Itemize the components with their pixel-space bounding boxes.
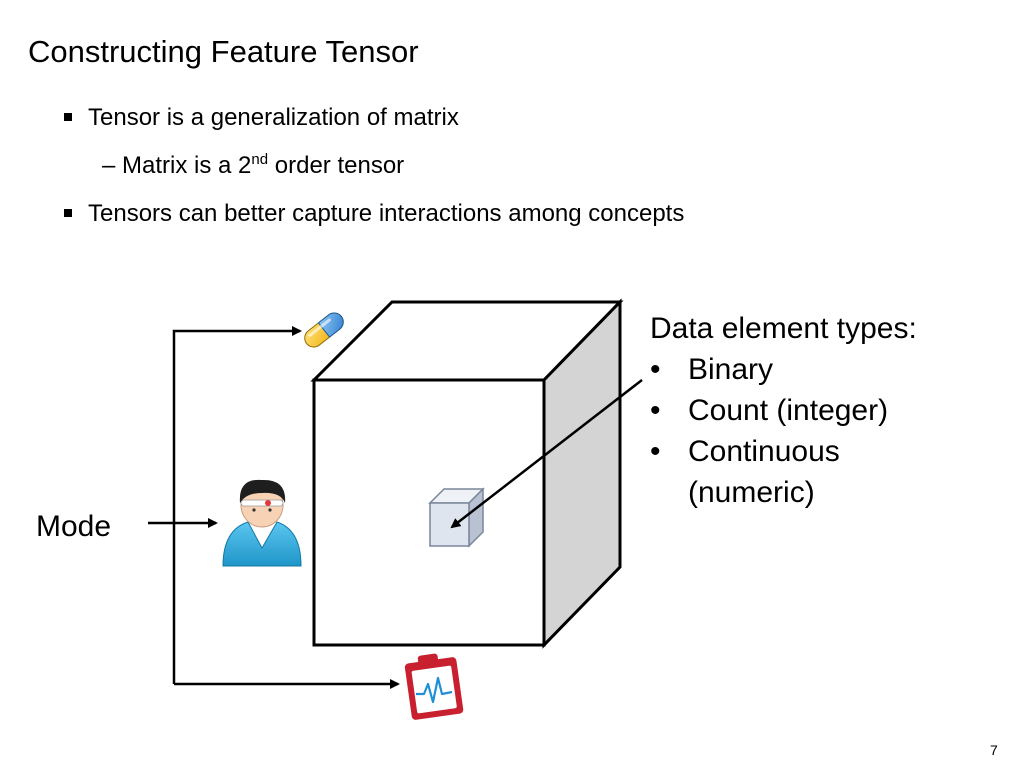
dash-marker: – (102, 152, 116, 179)
bullet-dot: • (650, 394, 661, 427)
type-label: Continuous (numeric) (688, 435, 840, 509)
cube-front-face (312, 378, 546, 647)
element-cube-front (429, 502, 470, 547)
sub-bullet-text-post: order tensor (274, 152, 405, 179)
bullet-dot: • (650, 353, 661, 386)
element-cube (428, 487, 485, 548)
element-pointer-arrow (450, 379, 643, 529)
pill-icon (304, 312, 344, 348)
mode-label: Mode (36, 510, 112, 543)
page-number: 7 (990, 742, 998, 758)
sub-bullet-text-pre: Matrix is a 2 (122, 152, 252, 179)
clipboard-ecg-icon (404, 653, 464, 720)
bullet-tensor-interactions: Tensors can better capture interactions … (64, 199, 685, 229)
square-bullet-icon (64, 209, 72, 217)
type-label: Count (integer) (688, 394, 889, 427)
type-label: Binary (688, 353, 774, 386)
tensor-cube (310, 298, 624, 649)
mode-connectors (148, 326, 400, 689)
bullet-tensor-generalization: Tensor is a generalization of matrix (64, 103, 459, 133)
sub-bullet-superscript: nd (251, 151, 269, 168)
type-item-binary: • Binary (650, 349, 917, 390)
square-bullet-icon (64, 113, 72, 121)
bullet-text: Tensors can better capture interactions … (88, 200, 685, 227)
mode-line-top (172, 326, 302, 684)
types-heading: Data element types: (650, 312, 917, 345)
bullet-text: Tensor is a generalization of matrix (88, 104, 459, 131)
bullet-dot: • (650, 435, 661, 468)
types-list: • Binary • Count (integer) • Continuous … (650, 349, 917, 513)
type-item-continuous: • Continuous (numeric) (650, 431, 888, 513)
data-element-types: Data element types: • Binary • Count (in… (650, 308, 917, 513)
patient-icon (222, 479, 302, 567)
slide-title: Constructing Feature Tensor (28, 34, 419, 69)
sub-bullet-matrix-order: – Matrix is a 2nd order tensor (102, 151, 404, 181)
type-item-count: • Count (integer) (650, 390, 917, 431)
